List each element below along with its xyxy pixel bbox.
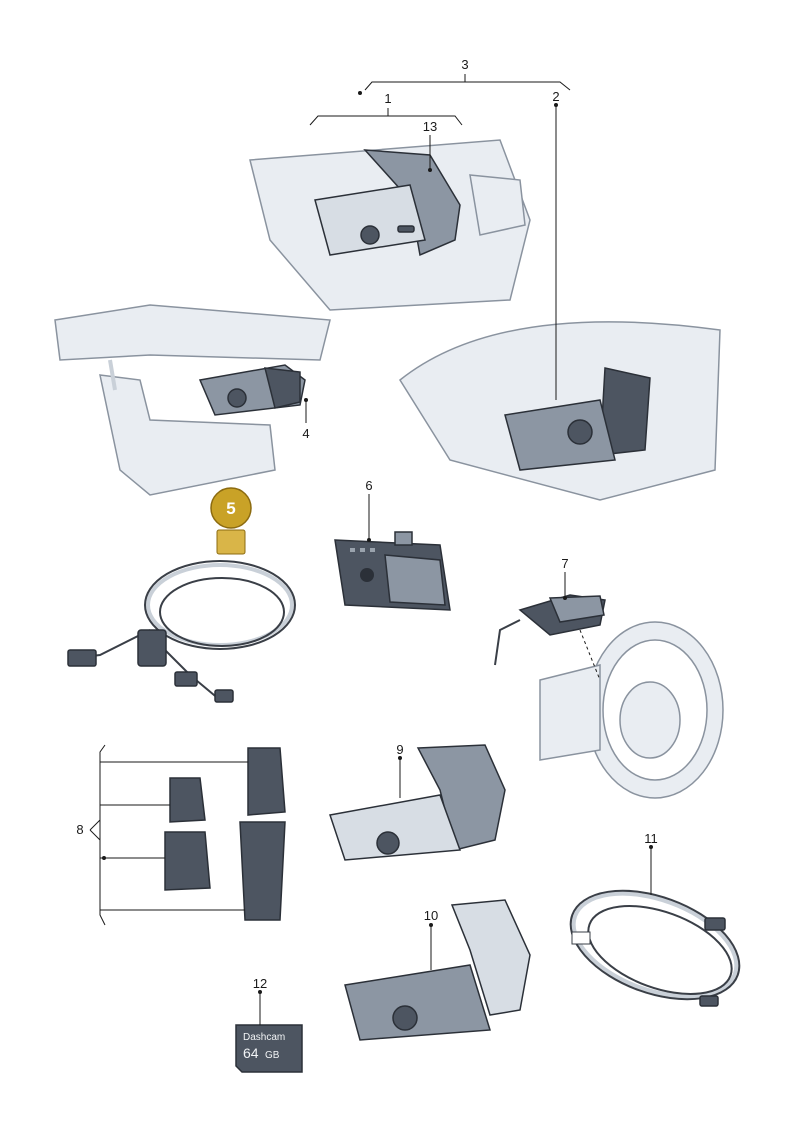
- sd-card-label: Dashcam: [243, 1032, 285, 1043]
- callout-8: 8: [76, 822, 83, 837]
- windshield-mount-view: [249, 139, 531, 311]
- part-8-adhesive-pads: [164, 747, 286, 921]
- part-4-camera-cover: [198, 364, 306, 416]
- leader-lines: [89, 74, 653, 1025]
- sd-card-capacity: 64: [243, 1045, 259, 1061]
- part-12-sd-card: Dashcam 64 GB: [235, 1024, 303, 1073]
- part-10-camera: [344, 899, 531, 1041]
- callout-12: 12: [253, 976, 267, 991]
- callout-5-highlight[interactable]: 5: [210, 487, 252, 529]
- part-9-camera: [329, 744, 506, 861]
- callout-2: 2: [552, 89, 559, 104]
- mirror-interior-view: [54, 304, 331, 496]
- callout-9: 9: [396, 742, 403, 757]
- part-6-control-unit: [334, 531, 451, 611]
- part-7-sensor: [494, 594, 606, 666]
- callout-1: 1: [384, 91, 391, 106]
- callout-11: 11: [644, 831, 658, 846]
- part-5-wiring-harness: [67, 529, 296, 703]
- callout-10: 10: [424, 908, 438, 923]
- callout-3: 3: [461, 57, 468, 72]
- callout-5: 5: [226, 499, 235, 518]
- windshield-camera-view: [399, 321, 721, 501]
- part-11-cable: [569, 889, 741, 1007]
- steering-wheel-view: [539, 621, 724, 799]
- callout-4: 4: [302, 426, 309, 441]
- callout-6: 6: [365, 478, 372, 493]
- callout-13: 13: [423, 119, 437, 134]
- callout-labels: 3 1 2 13 4 6 7 8 9 10 11 12: [76, 57, 657, 991]
- sd-card-unit: GB: [265, 1050, 280, 1061]
- callout-7: 7: [561, 556, 568, 571]
